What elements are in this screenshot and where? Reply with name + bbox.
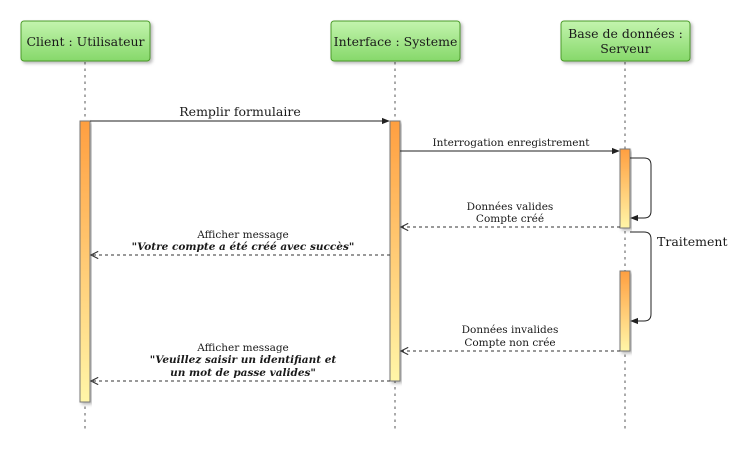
return-valides-label-line1: Données valides	[467, 201, 554, 213]
return-valides-label-line2: Compte créé	[476, 213, 544, 225]
return-afficher-error-label-line2: "Veuillez saisir un identifiant et	[150, 354, 337, 366]
db-activation-1	[619, 148, 631, 229]
db-activation-2	[619, 270, 631, 352]
return-invalides-label-line1: Données invalides	[462, 324, 559, 336]
return-afficher-success-label-line1: Afficher message	[196, 229, 289, 241]
db-lifeline-label-line1: Base de données :	[568, 26, 683, 41]
return-afficher-error-label-line3: un mot de passe valides"	[170, 367, 316, 379]
return-invalides-label-line2: Compte non crée	[464, 337, 555, 349]
db-lifeline-label-line2: Serveur	[600, 41, 650, 56]
db-lifeline-box: Base de données : Serveur	[560, 20, 691, 62]
interface-lifeline-label: Interface : Systeme	[334, 34, 458, 49]
message-remplir-label: Remplir formulaire	[179, 104, 300, 119]
client-lifeline-label: Client : Utilisateur	[26, 34, 144, 49]
message-interrogation-label: Interrogation enregistrement	[433, 137, 591, 149]
self-call-arrow-2	[630, 231, 652, 325]
return-afficher-error-label-line1: Afficher message	[196, 342, 289, 354]
interface-activation	[389, 120, 401, 382]
self-call-label: Traitement	[657, 234, 728, 249]
interface-lifeline-box: Interface : Systeme	[330, 20, 461, 62]
self-call-arrow-1	[630, 157, 652, 222]
client-lifeline-box: Client : Utilisateur	[20, 20, 151, 62]
return-afficher-success-label-line2: "Votre compte a été créé avec succès"	[132, 241, 355, 253]
client-activation	[79, 120, 91, 403]
